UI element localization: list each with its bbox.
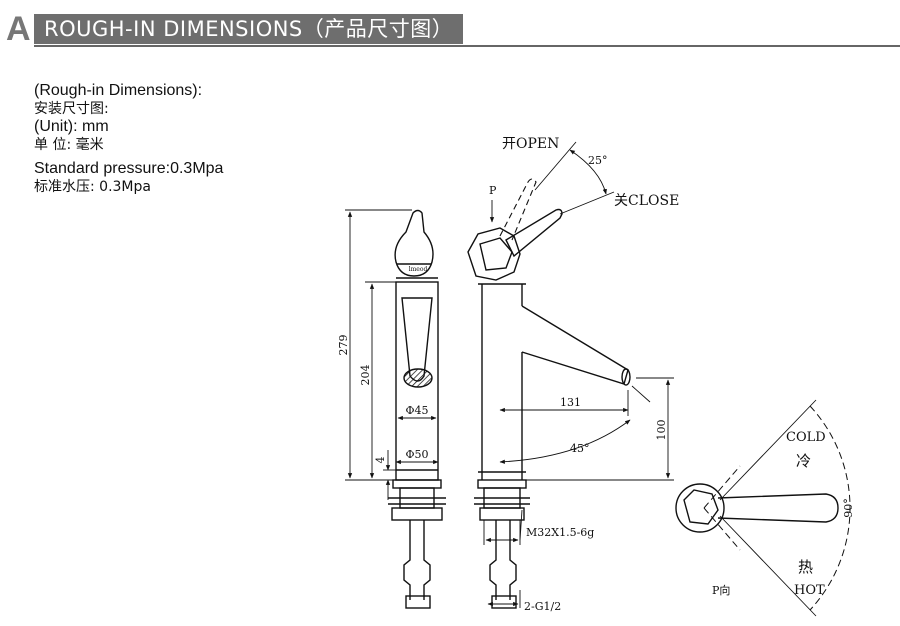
front-view <box>388 209 446 609</box>
top-view-guides <box>703 405 851 611</box>
aerator-front <box>403 368 433 388</box>
dim-spout-reach: 131 <box>560 396 581 409</box>
unit-label-cn: 单 位: 毫米 <box>34 137 104 153</box>
header-rule <box>34 45 900 47</box>
open-label: 开OPEN <box>502 136 559 152</box>
close-label: 关CLOSE <box>614 193 679 209</box>
dim-body-height: 204 <box>359 365 372 386</box>
side-spout <box>521 305 629 385</box>
thread-label: M32X1.5-6g <box>526 526 594 539</box>
side-lever-open <box>499 178 537 241</box>
angle-45: 45° <box>570 442 590 455</box>
dim-dia-50: Φ50 <box>405 448 428 461</box>
dim-dia-45: Φ45 <box>405 404 428 417</box>
angle-25: 25° <box>588 154 608 167</box>
top-view <box>675 483 839 533</box>
p-arrow-label: P <box>489 184 497 197</box>
side-dimensions <box>483 141 674 608</box>
front-dimensions <box>345 209 439 500</box>
hot-label-cn: 热 <box>798 558 813 576</box>
pressure-label-cn: 标准水压: 0.3Mpa <box>34 179 151 195</box>
pressure-label-en: Standard pressure:0.3Mpa <box>34 160 224 177</box>
dim-total-height: 279 <box>337 335 350 356</box>
rough-in-label-en: (Rough-in Dimensions): <box>34 82 203 99</box>
dim-base: 4 <box>374 457 387 464</box>
hose-label: 2-G1/2 <box>524 600 561 613</box>
section-letter: A <box>6 10 31 48</box>
top-view-rays <box>719 399 817 617</box>
cold-label-en: COLD <box>786 430 826 445</box>
section-title: ROUGH-IN DIMENSIONS（产品尺寸图） <box>34 14 464 44</box>
dim-spout-height: 100 <box>655 420 668 441</box>
top-lever <box>717 493 839 523</box>
side-head <box>467 227 521 281</box>
unit-label-en: (Unit): mm <box>34 118 109 135</box>
side-lever-closed <box>505 208 563 258</box>
brand-label: lmeod <box>409 266 428 273</box>
spec-info: (Rough-in Dimensions): 安装尺寸图: (Unit): mm… <box>34 82 223 196</box>
rough-in-label-cn: 安装尺寸图: <box>34 101 109 117</box>
angle-90: 90° <box>842 498 855 518</box>
side-view <box>467 208 631 609</box>
cold-label-cn: 冷 <box>796 452 811 470</box>
section-header: A ROUGH-IN DIMENSIONS（产品尺寸图） <box>0 8 900 48</box>
hot-label-en: HOT <box>794 583 825 598</box>
front-handle <box>394 209 434 277</box>
p-view-label: P向 <box>712 583 730 597</box>
